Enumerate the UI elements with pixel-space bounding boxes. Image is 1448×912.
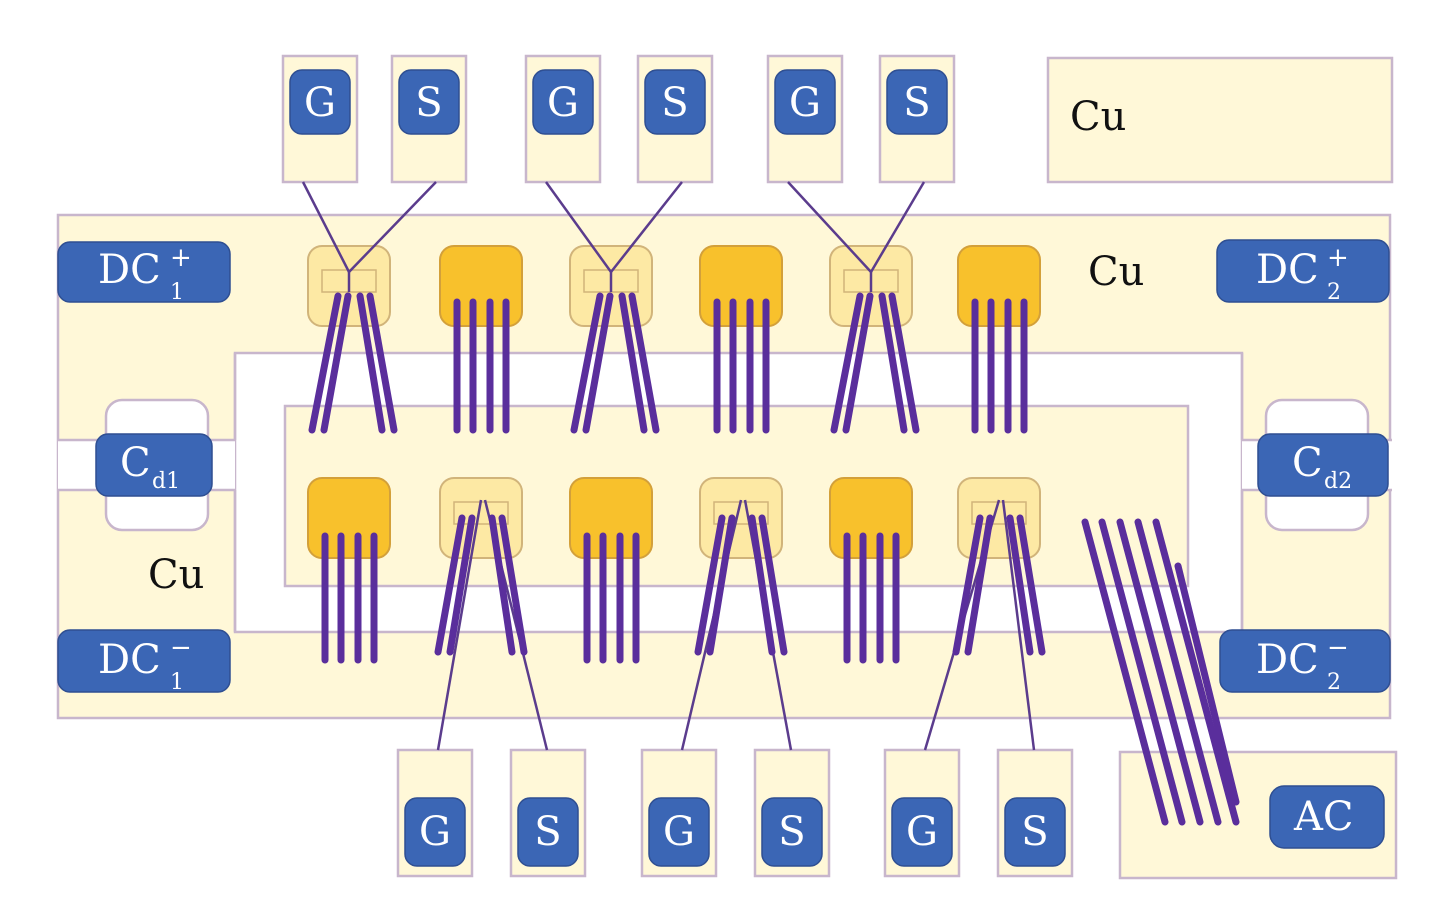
pad-label: S	[415, 80, 442, 126]
signal-wire	[436, 499, 483, 751]
pad-label: S	[661, 80, 688, 126]
bond-wire	[748, 514, 776, 656]
bond-wire	[582, 292, 614, 434]
cu-label-top-right: Cu	[1070, 94, 1126, 140]
source-pad-top: S	[878, 54, 956, 184]
pad-label: G	[789, 80, 821, 126]
terminal-sub: 2	[1327, 670, 1341, 695]
bond-wire	[830, 292, 864, 434]
signal-wire	[869, 181, 926, 273]
terminal-sub: 2	[1327, 280, 1341, 305]
terminal-sub: 1	[170, 670, 184, 695]
terminal-dc-plus-2: DC + 2	[1216, 239, 1390, 305]
bond-wire	[570, 292, 604, 434]
bond-wire	[618, 292, 648, 434]
bond-wire	[1116, 518, 1204, 826]
bond-wire	[1174, 562, 1240, 806]
terminal-dc-plus-1: DC + 1	[57, 241, 231, 305]
bond-wire	[320, 292, 352, 434]
terminal-sub: d1	[152, 469, 180, 494]
terminal-sup: +	[170, 243, 192, 273]
terminal-sup: −	[170, 633, 192, 663]
source-pad-top: S	[390, 54, 468, 184]
terminal-sup: +	[1327, 243, 1349, 273]
bond-wire	[952, 514, 984, 656]
cu-plate-top-right: Cu	[1046, 56, 1394, 184]
gate-pad-bottom: G	[640, 748, 718, 878]
bond-wire	[498, 514, 528, 656]
bond-wire	[1016, 514, 1046, 656]
terminal-label: DC	[98, 637, 161, 683]
pad-label: S	[903, 80, 930, 126]
bond-wire	[1006, 514, 1034, 656]
terminal-sup: −	[1327, 633, 1349, 663]
signal-wire	[787, 181, 872, 273]
signal-wire	[544, 181, 613, 273]
diode-chip-upper	[439, 245, 523, 327]
terminal-label: C	[1292, 440, 1323, 486]
cu-label-left-mid: Cu	[148, 552, 204, 598]
gate-pad-bottom: G	[883, 748, 961, 878]
signal-wire	[348, 181, 437, 273]
diode-chip-upper	[699, 245, 783, 327]
diode-chip-lower	[307, 477, 391, 559]
pad-label: G	[663, 809, 695, 855]
bond-wire	[488, 514, 516, 656]
gate-pad-top: G	[524, 54, 602, 184]
source-pad-bottom: S	[996, 748, 1074, 878]
pad-label: S	[1021, 809, 1048, 855]
bond-wire	[434, 514, 466, 656]
source-pad-bottom: S	[753, 748, 831, 878]
diode-chip-lower	[829, 477, 913, 559]
signal-wire	[1001, 499, 1036, 751]
bond-wire	[1152, 518, 1240, 826]
diode-chip-lower	[569, 477, 653, 559]
cu-label-upper-rail: Cu	[1088, 249, 1144, 295]
terminal-label: AC	[1293, 794, 1354, 840]
pad-label: G	[419, 809, 451, 855]
gate-pad-top: G	[281, 54, 359, 184]
diode-chip-upper	[957, 245, 1041, 327]
bond-wire	[694, 514, 726, 656]
terminal-sub: 1	[170, 280, 184, 305]
signal-wire	[301, 181, 351, 273]
bond-wire	[1134, 518, 1222, 826]
source-pad-bottom: S	[509, 748, 587, 878]
gate-pad-top: G	[766, 54, 844, 184]
pad-label: S	[534, 809, 561, 855]
bond-wire	[758, 514, 788, 656]
bond-wire	[842, 292, 874, 434]
terminal-cd1: C d1	[95, 433, 213, 497]
terminal-label: C	[120, 440, 151, 486]
terminal-label: DC	[1256, 247, 1319, 293]
source-pad-top: S	[636, 54, 714, 184]
pad-label: S	[778, 809, 805, 855]
bond-wire	[308, 292, 342, 434]
bond-wire	[1081, 518, 1169, 826]
gate-pad-bottom: G	[396, 748, 474, 878]
pad-label: G	[547, 80, 579, 126]
bond-wire	[888, 292, 920, 434]
pad-label: G	[304, 80, 336, 126]
pad-label: G	[906, 809, 938, 855]
terminal-label: DC	[98, 247, 161, 293]
terminal-sub: d2	[1324, 469, 1352, 494]
bond-wire	[366, 292, 398, 434]
bond-wire	[446, 514, 476, 656]
terminal-cd2: C d2	[1257, 433, 1389, 497]
terminal-ac: AC	[1269, 785, 1385, 849]
bond-wire	[706, 514, 736, 656]
bond-wire	[628, 292, 660, 434]
signal-wire	[610, 181, 683, 273]
terminal-label: DC	[1256, 637, 1319, 683]
bond-wire	[1098, 518, 1186, 826]
bond-wire	[878, 292, 908, 434]
bond-wire	[964, 514, 994, 656]
bond-wire	[356, 292, 386, 434]
terminal-dc-minus-2: DC − 2	[1219, 629, 1391, 695]
terminal-dc-minus-1: DC − 1	[57, 629, 231, 695]
